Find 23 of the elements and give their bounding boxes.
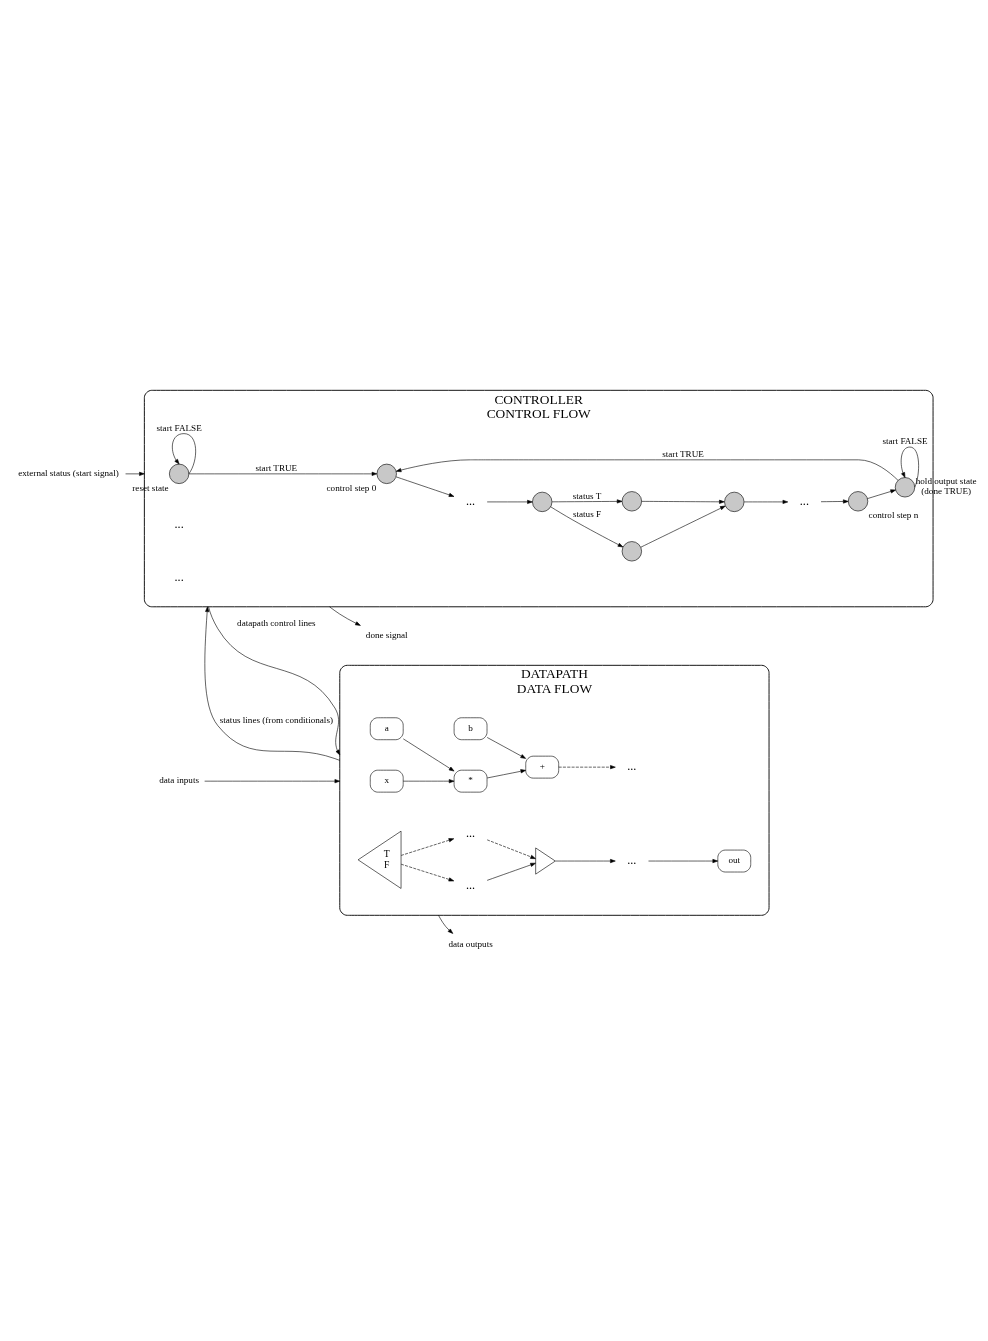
node-text: ... — [626, 759, 636, 774]
node-text: external status (start signal) — [17, 468, 119, 478]
node-text: ... — [465, 878, 475, 893]
label: ... — [174, 569, 184, 584]
label: ... — [174, 517, 184, 532]
node-label: hold output state (done TRUE) — [915, 475, 977, 496]
node-text: data inputs — [158, 775, 199, 786]
node-label: control step n — [868, 510, 918, 521]
node-text: done signal — [365, 630, 408, 641]
node-text: ... — [465, 825, 475, 840]
edge-label: start TRUE — [255, 462, 297, 473]
node-text: data outputs — [447, 938, 493, 949]
edge-label: start FALSE — [881, 435, 928, 446]
node-text: ... — [626, 853, 636, 868]
node-text: ... — [799, 493, 809, 508]
edge-label: start TRUE — [661, 448, 704, 459]
edge-label: status lines (from conditionals) — [219, 714, 333, 725]
edge-label: status F — [572, 508, 601, 519]
edge-label: datapath control lines — [236, 617, 316, 628]
node-label: control step 0 — [326, 482, 376, 493]
edge-label: start FALSE — [156, 422, 202, 433]
edge-label: status T — [572, 490, 601, 501]
node-text: ... — [465, 493, 475, 508]
